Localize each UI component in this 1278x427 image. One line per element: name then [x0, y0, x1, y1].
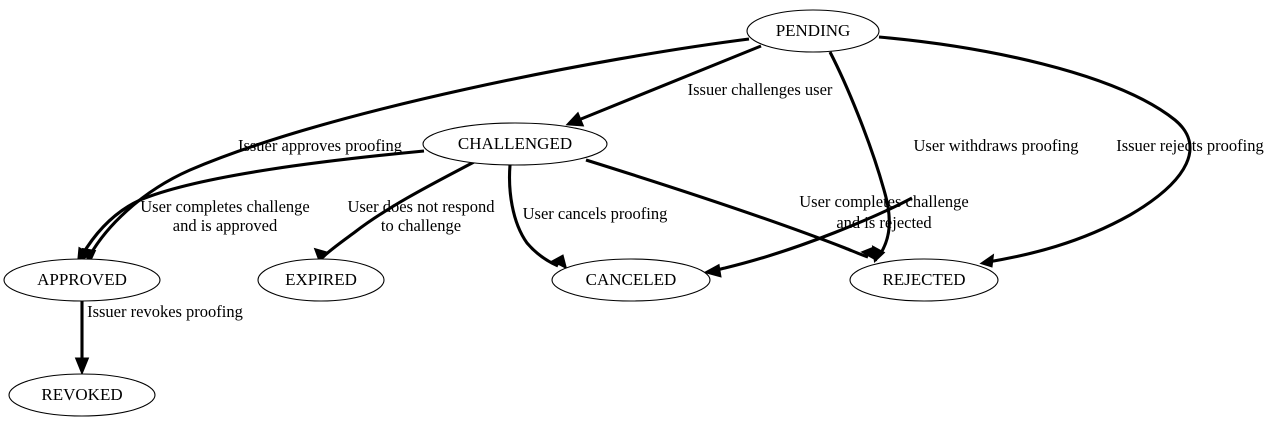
node-challenged[interactable]: CHALLENGED: [422, 122, 608, 166]
edge-path-pending-rejected-withdraw: [828, 51, 891, 257]
edge-label-line-2: and is rejected: [836, 213, 932, 232]
arrowhead-challenged-expired: [313, 247, 328, 265]
edge-challenged-to-expired: [313, 160, 475, 265]
edge-path-challenged-expired: [321, 160, 475, 259]
node-approved[interactable]: APPROVED: [3, 258, 161, 302]
node-shape-rejected[interactable]: [849, 258, 999, 302]
node-rejected[interactable]: REJECTED: [849, 258, 999, 302]
edge-label-line-2: to challenge: [381, 216, 461, 235]
edge-pending-to-challenged: [565, 44, 762, 127]
edge-label-issuer-challenges-user: Issuer challenges user: [688, 80, 833, 99]
edge-label-issuer-rejects-proofing: Issuer rejects proofing: [1116, 136, 1264, 155]
edge-label-user-withdraws-proofing: User withdraws proofing: [914, 136, 1079, 155]
edge-approved-to-revoked: [74, 301, 90, 376]
node-shape-expired[interactable]: [257, 258, 385, 302]
node-canceled[interactable]: CANCELED: [551, 258, 711, 302]
arrowhead-challenged-canceled: [550, 254, 568, 270]
edge-label-line-1: User completes challenge: [799, 192, 969, 211]
node-expired[interactable]: EXPIRED: [257, 258, 385, 302]
node-shape-canceled[interactable]: [551, 258, 711, 302]
arrowhead-rejectedside-canceled: [703, 263, 722, 278]
node-pending[interactable]: PENDING: [746, 9, 880, 53]
edge-label-user-cancels-proofing: User cancels proofing: [523, 204, 668, 223]
node-shape-approved[interactable]: [3, 258, 161, 302]
edge-rejectedside-to-canceled: [703, 196, 913, 278]
edge-challenged-to-rejected: [585, 158, 878, 262]
arrowhead-pending-challenged: [565, 111, 585, 127]
edge-label-issuer-revokes-proofing: Issuer revokes proofing: [87, 302, 243, 321]
edge-label-user-completes-challenge-approved: User completes challenge and is approved: [140, 197, 310, 235]
edge-label-line-1: User completes challenge: [140, 197, 310, 216]
node-shape-revoked[interactable]: [8, 373, 156, 417]
edge-label-line-2: and is approved: [173, 216, 278, 235]
node-shape-pending[interactable]: [746, 9, 880, 53]
node-shape-challenged[interactable]: [422, 122, 608, 166]
arrowhead-challenged-rejected: [860, 246, 878, 262]
edge-path-pending-rejected-reject: [878, 35, 1192, 264]
edge-pending-to-rejected-reject: [878, 35, 1192, 268]
edge-label-user-completes-challenge-rejected: User completes challenge and is rejected: [799, 192, 969, 232]
arrowhead-approved-revoked: [74, 357, 90, 376]
node-revoked[interactable]: REVOKED: [8, 373, 156, 417]
edge-path-pending-approved: [87, 37, 750, 258]
edge-path-challenged-approved: [79, 149, 425, 258]
edge-path-pending-challenged: [580, 44, 762, 121]
edge-path-challenged-rejected: [585, 158, 869, 259]
arrowhead-pending-rejected-reject: [979, 253, 995, 268]
edge-label-user-does-not-respond: User does not respond to challenge: [347, 197, 495, 235]
edge-challenged-to-canceled: [508, 164, 568, 270]
edge-label-line-1: User does not respond: [347, 197, 495, 216]
edge-path-challenged-canceled: [508, 164, 559, 268]
edge-label-issuer-approves-proofing: Issuer approves proofing: [238, 136, 402, 155]
